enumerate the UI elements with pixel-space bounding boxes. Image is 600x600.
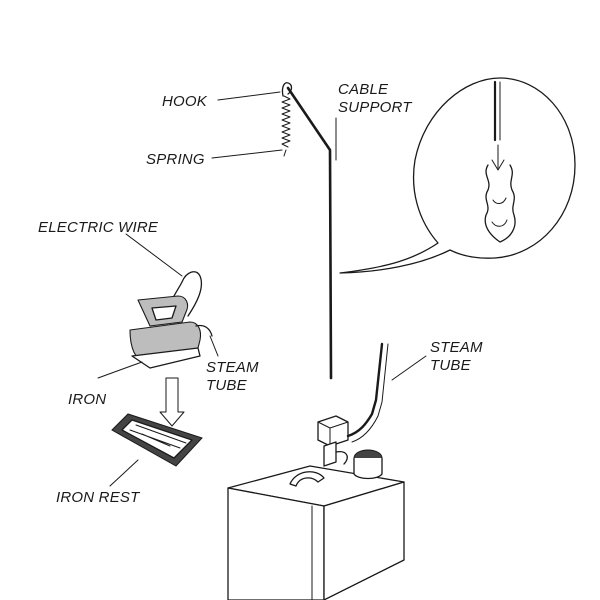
solenoid-valve	[317, 415, 349, 447]
steam-tube-right-edge	[351, 343, 389, 443]
label-cable-support-line1: CABLE	[338, 81, 389, 98]
boiler-side	[323, 481, 405, 600]
leader-electric-wire	[125, 233, 183, 277]
leader-iron-rest	[109, 459, 139, 487]
leader-hook	[217, 91, 281, 101]
leader-iron	[97, 361, 143, 379]
leader-steam-tube-left	[209, 335, 219, 357]
iron	[129, 271, 213, 427]
detail-bubble	[339, 77, 576, 274]
iron-rest	[111, 413, 203, 467]
valve-stem	[323, 441, 337, 467]
cable-support	[281, 82, 333, 380]
label-cable-support-line2: SUPPORT	[338, 99, 413, 116]
cable-support-pole	[286, 86, 333, 380]
label-electric-wire: ELECTRIC WIRE	[38, 219, 159, 236]
filler-cap-base	[353, 458, 383, 480]
steam-tube-right	[346, 342, 384, 438]
detail-bubble-outline	[339, 77, 576, 274]
down-arrow-icon	[159, 377, 185, 427]
label-steam-tube-left-line1: STEAM	[206, 359, 259, 376]
label-iron-rest: IRON REST	[56, 489, 141, 506]
leader-steam-tube-right	[391, 355, 427, 381]
hook	[281, 82, 293, 97]
label-steam-tube-right-line1: STEAM	[430, 339, 483, 356]
valve-connector	[335, 451, 348, 465]
boiler-unit	[227, 342, 405, 600]
spring	[281, 95, 291, 148]
iron-rest-inner	[121, 419, 193, 459]
label-iron: IRON	[68, 391, 106, 408]
solenoid-valve-edges	[317, 421, 349, 447]
leader-spring	[211, 149, 283, 159]
spring-end	[283, 149, 287, 157]
boiler-handle	[289, 471, 325, 487]
label-steam-tube-right-line2: TUBE	[430, 357, 472, 374]
leader-lines	[97, 91, 427, 487]
boiler-front	[227, 487, 325, 600]
label-spring: SPRING	[146, 151, 205, 168]
detail-clip-loops	[491, 197, 508, 227]
detail-arrow	[491, 144, 505, 171]
iron-handle-grip	[151, 305, 177, 321]
label-hook: HOOK	[162, 93, 208, 110]
iron-steam-tube	[195, 324, 213, 337]
iron-sole	[131, 347, 201, 369]
iron-rest-grid	[129, 424, 187, 449]
detail-clip	[484, 164, 516, 243]
label-steam-tube-left-line2: TUBE	[206, 377, 248, 394]
electric-wire	[167, 271, 203, 317]
